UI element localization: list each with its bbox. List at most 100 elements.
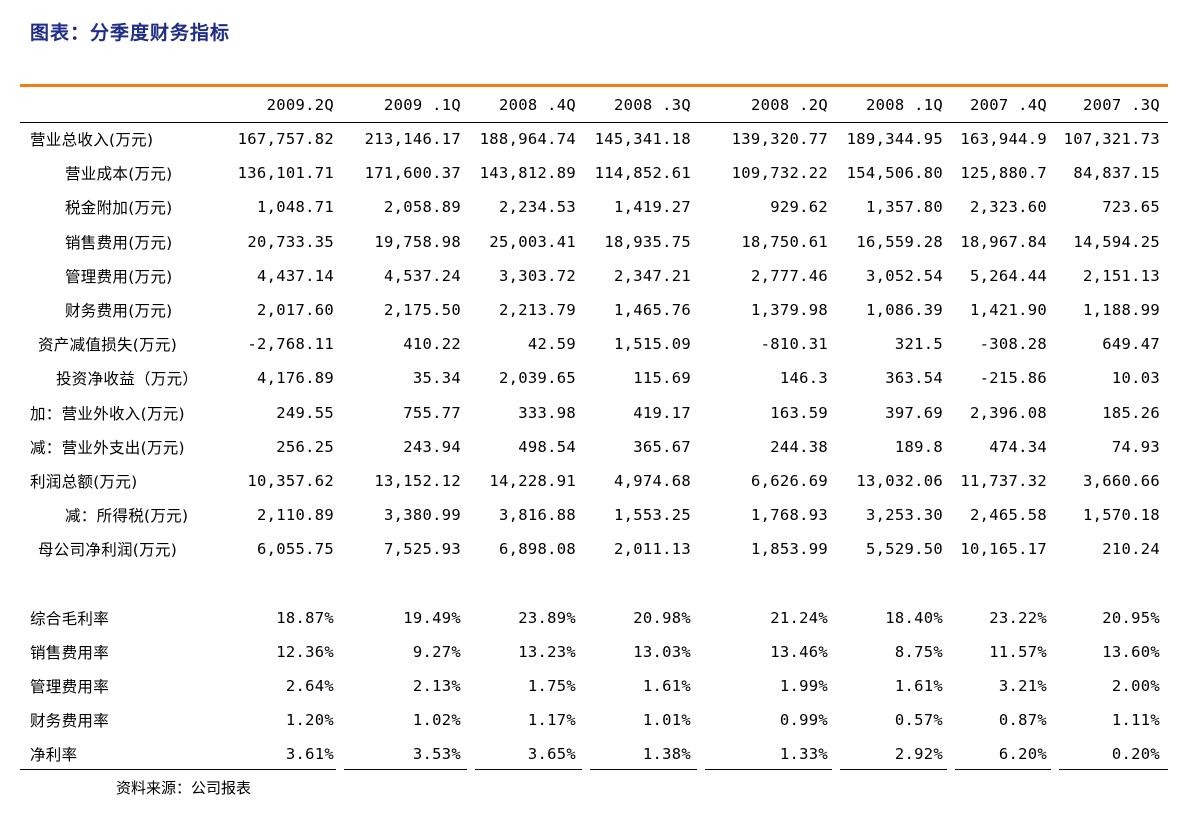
table-cell: 16,559.28 bbox=[856, 232, 943, 251]
column-header: 2009.2Q bbox=[266, 96, 334, 114]
footer-rule bbox=[475, 769, 582, 770]
top-accent-rule bbox=[20, 84, 1168, 87]
table-cell: 213,146.17 bbox=[364, 130, 461, 149]
table-cell: 723.65 bbox=[1102, 198, 1160, 217]
row-label: 营业成本(万元) bbox=[65, 165, 173, 184]
table-cell: 10,357.62 bbox=[247, 471, 334, 490]
table-cell: 2.00% bbox=[1111, 676, 1160, 695]
table-cell: 25,003.41 bbox=[489, 232, 576, 251]
table-cell: 136,101.71 bbox=[237, 164, 334, 183]
table-cell: 3,253.30 bbox=[865, 506, 943, 525]
table-cell: 13.46% bbox=[770, 642, 828, 661]
column-gap bbox=[699, 703, 721, 737]
table-cell: 5,529.50 bbox=[865, 540, 943, 559]
table-cell: 474.34 bbox=[989, 437, 1047, 456]
column-gap bbox=[699, 430, 721, 464]
table-cell: 4,437.14 bbox=[256, 266, 334, 285]
table-cell: 3,816.88 bbox=[498, 506, 576, 525]
header-divider bbox=[20, 122, 1168, 123]
table-cell: 143,812.89 bbox=[479, 164, 576, 183]
column-gap bbox=[699, 635, 721, 669]
table-cell: 0.87% bbox=[998, 711, 1047, 730]
column-gap bbox=[699, 88, 721, 122]
column-gap bbox=[699, 498, 721, 532]
column-gap bbox=[699, 156, 721, 190]
table-cell: 6,626.69 bbox=[750, 471, 828, 490]
table-cell: 163,944.9 bbox=[960, 130, 1047, 149]
table-cell: 1.75% bbox=[527, 676, 576, 695]
figure-title: 图表：分季度财务指标 bbox=[30, 22, 231, 44]
table-cell: 6,898.08 bbox=[498, 540, 576, 559]
column-gap bbox=[699, 327, 721, 361]
table-cell: 21.24% bbox=[770, 608, 828, 627]
column-gap bbox=[699, 225, 721, 259]
column-gap bbox=[699, 293, 721, 327]
table-cell: 167,757.82 bbox=[237, 130, 334, 149]
table-cell: 18.87% bbox=[276, 608, 334, 627]
table-cell: 649.47 bbox=[1102, 335, 1160, 354]
header-row: 2009.2Q 2009 .1Q 2008 .4Q 2008 .3Q 2008 … bbox=[20, 88, 1168, 122]
table-cell: 139,320.77 bbox=[731, 130, 828, 149]
table-cell: 115.69 bbox=[633, 369, 691, 388]
footer-rule bbox=[955, 769, 1051, 770]
table-cell: 1,048.71 bbox=[256, 198, 334, 217]
table-cell: 3,380.99 bbox=[383, 506, 461, 525]
row-label: 净利率 bbox=[30, 746, 78, 765]
column-gap bbox=[699, 600, 721, 634]
row-label: 财务费用(万元) bbox=[65, 302, 173, 321]
table-cell: 146.3 bbox=[779, 369, 828, 388]
table-cell: 2,465.58 bbox=[969, 506, 1047, 525]
table-cell: 1,515.09 bbox=[613, 335, 691, 354]
table-cell: 109,732.22 bbox=[731, 164, 828, 183]
footer-rule bbox=[590, 769, 697, 770]
table-cell: 2.64% bbox=[285, 676, 334, 695]
row-label: 减：营业外支出(万元) bbox=[30, 438, 185, 457]
table-cell: 35.34 bbox=[412, 369, 461, 388]
table-cell: 249.55 bbox=[276, 403, 334, 422]
table-cell: 188,964.74 bbox=[479, 130, 576, 149]
table-cell: 4,537.24 bbox=[383, 266, 461, 285]
column-header: 2007 .4Q bbox=[969, 96, 1047, 114]
column-header: 2007 .3Q bbox=[1082, 96, 1160, 114]
table-cell: 18,750.61 bbox=[741, 232, 828, 251]
table-cell: 6,055.75 bbox=[256, 540, 334, 559]
table-cell: 321.5 bbox=[894, 335, 943, 354]
table-cell: -215.86 bbox=[979, 369, 1047, 388]
column-header: 2009 .1Q bbox=[383, 96, 461, 114]
table-cell: 2,175.50 bbox=[383, 301, 461, 320]
column-gap bbox=[699, 396, 721, 430]
footer-rule bbox=[840, 769, 947, 770]
table-cell: 0.20% bbox=[1111, 745, 1160, 764]
table-cell: 11.57% bbox=[989, 642, 1047, 661]
table-cell: 1,853.99 bbox=[750, 540, 828, 559]
column-gap bbox=[699, 122, 721, 156]
table-cell: 2,017.60 bbox=[256, 301, 334, 320]
table-cell: 154,506.80 bbox=[846, 164, 943, 183]
table-cell: 2,396.08 bbox=[969, 403, 1047, 422]
table-cell: 171,600.37 bbox=[364, 164, 461, 183]
table-cell: 2,777.46 bbox=[750, 266, 828, 285]
table-cell: 4,974.68 bbox=[613, 471, 691, 490]
row-label: 综合毛利率 bbox=[30, 609, 110, 628]
table-cell: 3,052.54 bbox=[865, 266, 943, 285]
table-cell: 189,344.95 bbox=[846, 130, 943, 149]
table-cell: 2.92% bbox=[894, 745, 943, 764]
table-cell: 20.98% bbox=[633, 608, 691, 627]
table-cell: 755.77 bbox=[403, 403, 461, 422]
table-cell: 114,852.61 bbox=[594, 164, 691, 183]
table-cell: 23.22% bbox=[989, 608, 1047, 627]
table-cell: 1.61% bbox=[642, 676, 691, 695]
row-label: 税金附加(万元) bbox=[65, 199, 173, 218]
table-cell: 145,341.18 bbox=[594, 130, 691, 149]
